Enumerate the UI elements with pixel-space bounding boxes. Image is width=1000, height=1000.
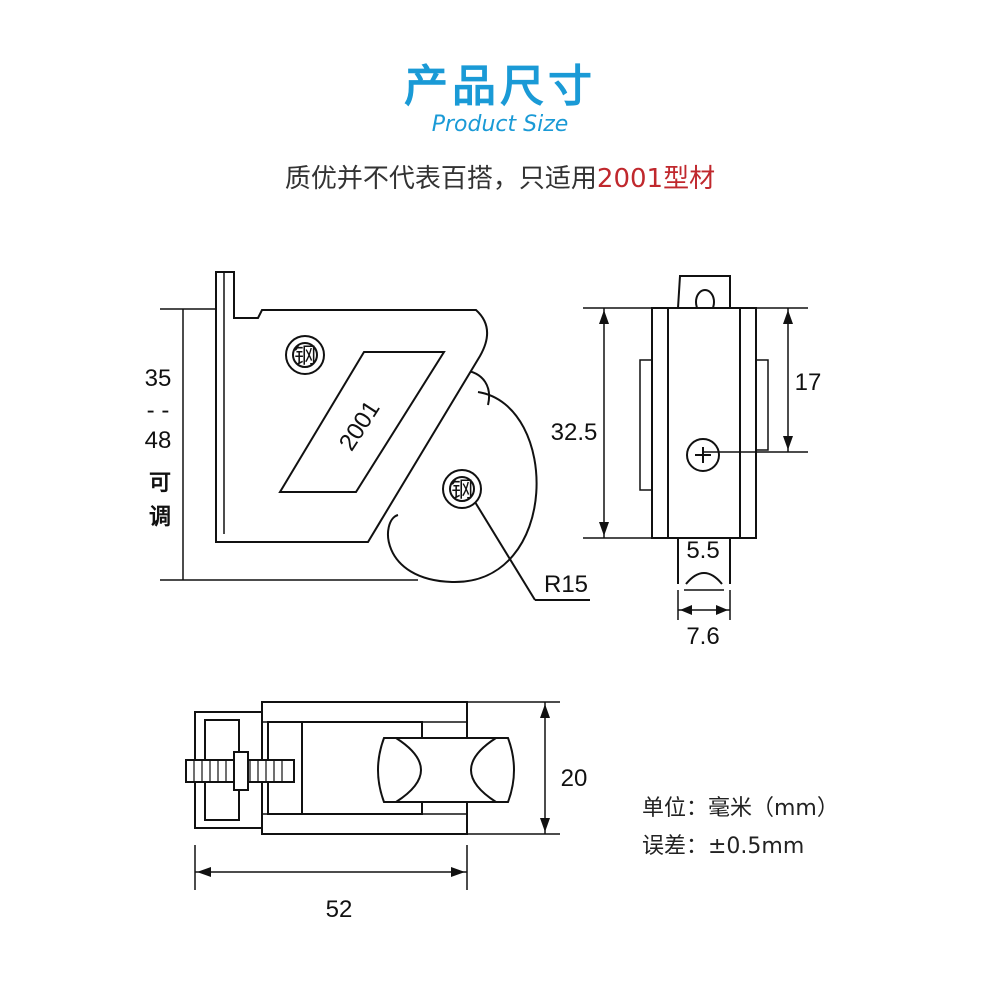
adjustable-label-1: 可 [149, 471, 171, 496]
top-width-label: 20 [561, 765, 588, 792]
screw-top-label: 钢 [294, 344, 316, 369]
dimension-arrows [197, 310, 793, 877]
side-view [160, 271, 590, 601]
grooved-wheel [377, 737, 515, 803]
unit-text: 单位：毫米（mm） [642, 796, 839, 821]
wheel-width-label: 7.6 [686, 623, 719, 650]
radius-label: R15 [544, 571, 588, 598]
screw-top [285, 335, 325, 375]
note-highlight: 2001型材 [596, 164, 716, 194]
front-height-label: 32.5 [551, 419, 598, 446]
height-separator: - - [147, 397, 170, 424]
height-min-label: 35 [145, 365, 172, 392]
note-text: 质优并不代表百搭，只适用 [284, 164, 597, 194]
groove-label: 5.5 [686, 537, 719, 564]
screw-bottom-label: 钢 [451, 478, 473, 503]
page-title: 产品尺寸 [404, 61, 596, 112]
front-screw [686, 438, 720, 472]
front-view [583, 275, 808, 620]
page-subtitle: Product Size [431, 112, 569, 137]
plate-label-panel [278, 351, 446, 493]
radius-leader [474, 501, 536, 601]
height-max-label: 48 [145, 427, 172, 454]
screw-bottom [442, 469, 482, 509]
screw-height-label: 17 [795, 369, 822, 396]
top-view [185, 701, 560, 890]
adjustable-label-2: 调 [149, 505, 171, 530]
tolerance-text: 误差：±0.5mm [642, 834, 805, 859]
top-length-label: 52 [326, 896, 353, 923]
compatibility-note: 质优并不代表百搭，只适用2001型材 [0, 158, 1000, 195]
